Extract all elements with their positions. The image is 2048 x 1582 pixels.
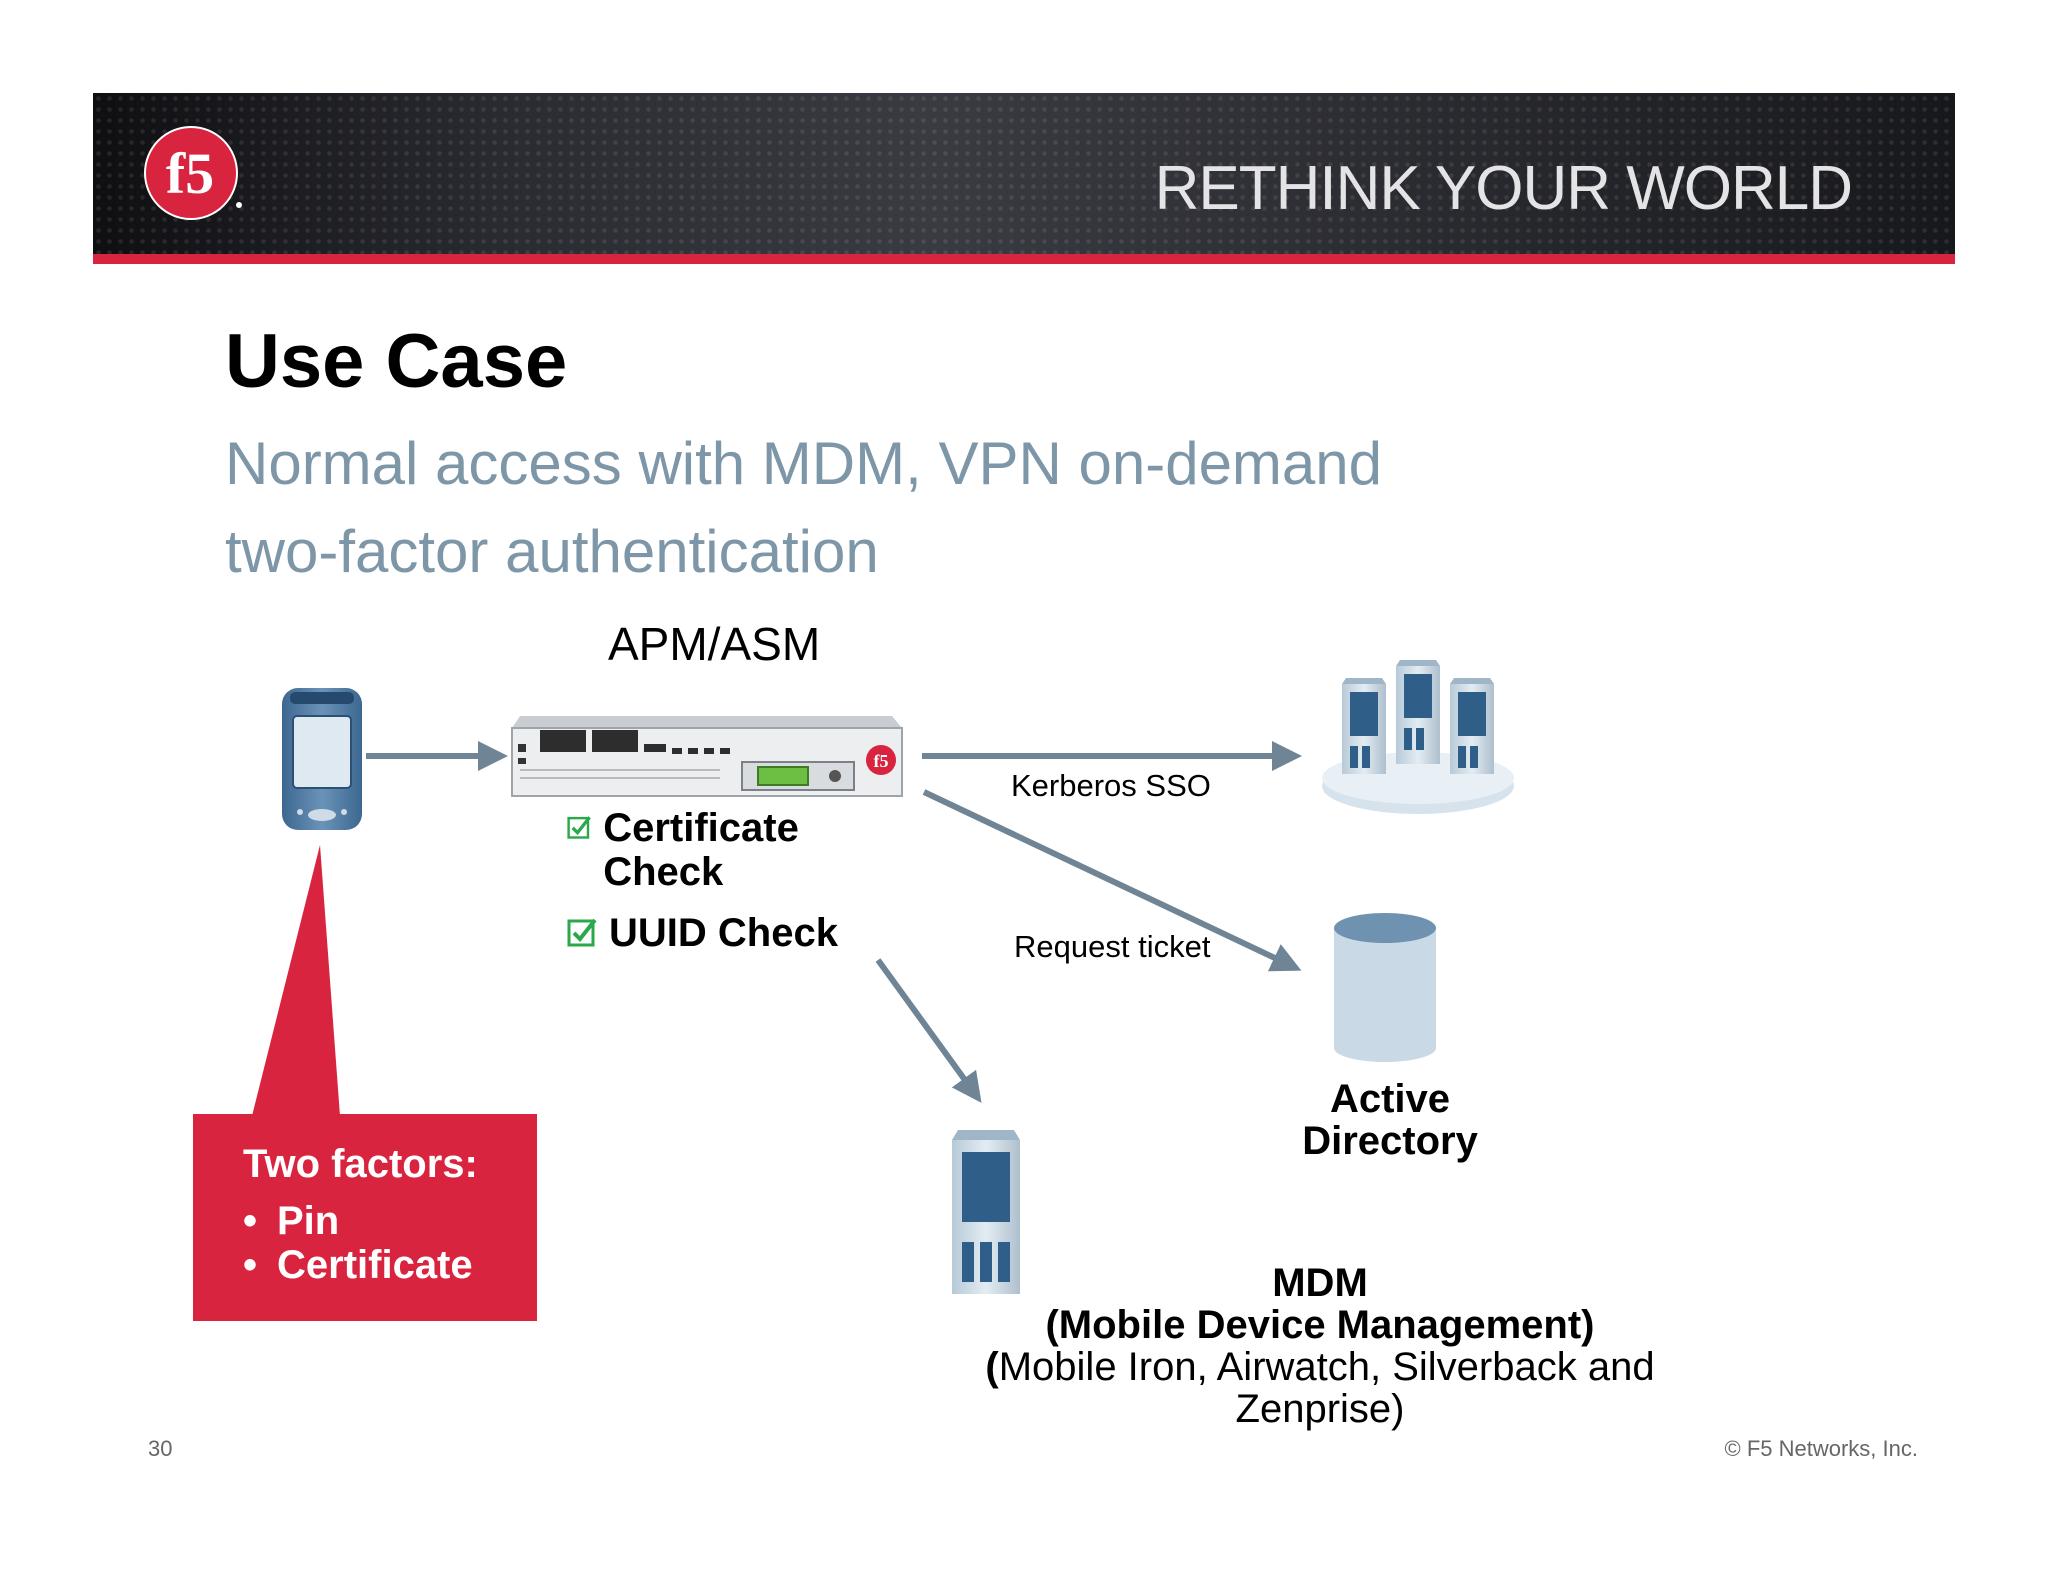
slide-subtitle: Normal access with MDM, VPN on-demand tw… [225,420,1525,596]
mdm-title: MDM [1272,1261,1368,1305]
mdm-label-block: MDM (Mobile Device Management) (Mobile I… [920,1262,1720,1430]
apm-asm-appliance-icon: f5 [511,716,903,797]
certificate-check-label: Certificate Check [603,806,799,894]
arrow-apm-to-mdm [875,958,982,1103]
kerberos-sso-label: Kerberos SSO [1011,768,1211,803]
checkbox-checked-icon [567,918,597,947]
mdm-server-icon [952,1130,1020,1294]
mdm-detail-text: Mobile Iron, Airwatch, Silverback and Ze… [998,1345,1655,1431]
two-factor-callout: Two factors: Pin Certificate [193,1114,537,1321]
f5-logo-icon: f5 [144,126,242,220]
tagline: RETHINK YOUR WORLD [1154,154,1853,223]
copyright: © F5 Networks, Inc. [1724,1436,1918,1461]
mdm-detail: (Mobile Iron, Airwatch, Silverback and Z… [920,1346,1720,1430]
banner-stripe [93,254,1955,264]
svg-text:f5: f5 [874,751,889,771]
active-directory-label: Active Directory [1302,1077,1478,1163]
arrow-request-ticket [922,789,1302,972]
svg-text:f5: f5 [166,141,214,206]
uuid-check-item: UUID Check [567,911,838,955]
apm-asm-label: APM/ASM [608,618,821,670]
database-icon [1334,913,1436,1062]
callout-list: Pin Certificate [243,1199,537,1287]
callout-item-pin: Pin [243,1199,537,1243]
subtitle-line-2: two-factor authentication [225,518,879,585]
checkbox-checked-icon [567,816,591,839]
slide-title: Use Case [225,319,568,404]
mobile-device-icon [282,688,362,830]
subtitle-line-1: Normal access with MDM, VPN on-demand [225,430,1383,497]
header-banner: f5 RETHINK YOUR WORLD [93,93,1955,256]
callout-pointer [252,845,340,1116]
callout-item-certificate: Certificate [243,1243,537,1287]
banner-texture [93,93,1955,256]
mdm-detail-paren: ( [985,1345,999,1389]
callout-title: Two factors: [243,1142,478,1186]
request-ticket-label: Request ticket [1014,929,1211,964]
server-cluster-icon [1322,660,1514,814]
mdm-subtitle: (Mobile Device Management) [1045,1303,1595,1347]
page-number: 30 [148,1436,173,1461]
uuid-check-label: UUID Check [609,911,838,955]
certificate-check-item: Certificate Check [567,806,867,894]
